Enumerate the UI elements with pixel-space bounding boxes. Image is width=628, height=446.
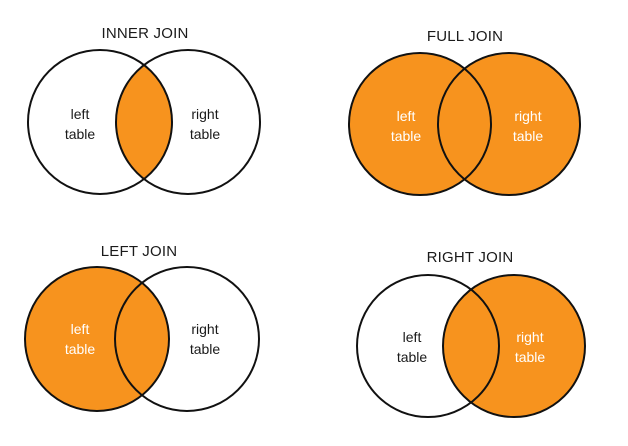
full-join-diagram: FULL JOIN left table right table — [348, 28, 581, 196]
full-join-left-label-line2: table — [391, 128, 422, 144]
left-join-left-circle — [24, 266, 170, 412]
inner-join-left-label-line2: table — [65, 126, 96, 142]
right-join-left-circle — [356, 274, 500, 418]
full-join-left-label-line1: left — [397, 108, 416, 124]
full-join-right-label-line1: right — [514, 108, 541, 124]
left-join-fills — [25, 267, 169, 411]
inner-join-diagram: INNER JOIN left table right table — [27, 25, 261, 195]
left-join-diagram: LEFT JOIN left table right table — [24, 243, 260, 412]
left-join-right-label-line1: right — [191, 321, 218, 337]
left-join-left-label-line1: left — [71, 321, 90, 337]
intersection-fill — [116, 50, 172, 194]
inner-join-left-circle — [27, 49, 173, 195]
inner-join-right-label-line2: table — [190, 126, 221, 142]
right-join-right-circle — [442, 274, 586, 418]
right-table-fill — [443, 275, 585, 417]
right-join-diagram: RIGHT JOIN left table right table — [356, 249, 586, 418]
right-join-right-label-line2: table — [515, 349, 546, 365]
left-join-left-label-line2: table — [65, 341, 96, 357]
right-join-left-label-line1: left — [403, 329, 422, 345]
inner-join-right-circle — [115, 49, 261, 195]
left-table-fill — [25, 267, 169, 411]
full-join-fills — [349, 53, 580, 195]
inner-join-left-label-line1: left — [71, 106, 90, 122]
right-join-fills — [443, 275, 585, 417]
full-join-right-label-line2: table — [513, 128, 544, 144]
left-join-right-label-line2: table — [190, 341, 221, 357]
left-join-right-circle — [114, 266, 260, 412]
right-join-left-label-line2: table — [397, 349, 428, 365]
full-join-left-circle — [348, 52, 492, 196]
inner-join-title: INNER JOIN — [101, 25, 188, 42]
right-table-fill — [438, 53, 580, 195]
inner-join-right-label-line1: right — [191, 106, 218, 122]
inner-join-fills — [116, 50, 172, 194]
full-join-title: FULL JOIN — [427, 28, 503, 45]
left-join-title: LEFT JOIN — [101, 243, 178, 260]
full-join-right-circle — [437, 52, 581, 196]
right-join-title: RIGHT JOIN — [427, 249, 514, 266]
right-join-right-label-line1: right — [516, 329, 543, 345]
